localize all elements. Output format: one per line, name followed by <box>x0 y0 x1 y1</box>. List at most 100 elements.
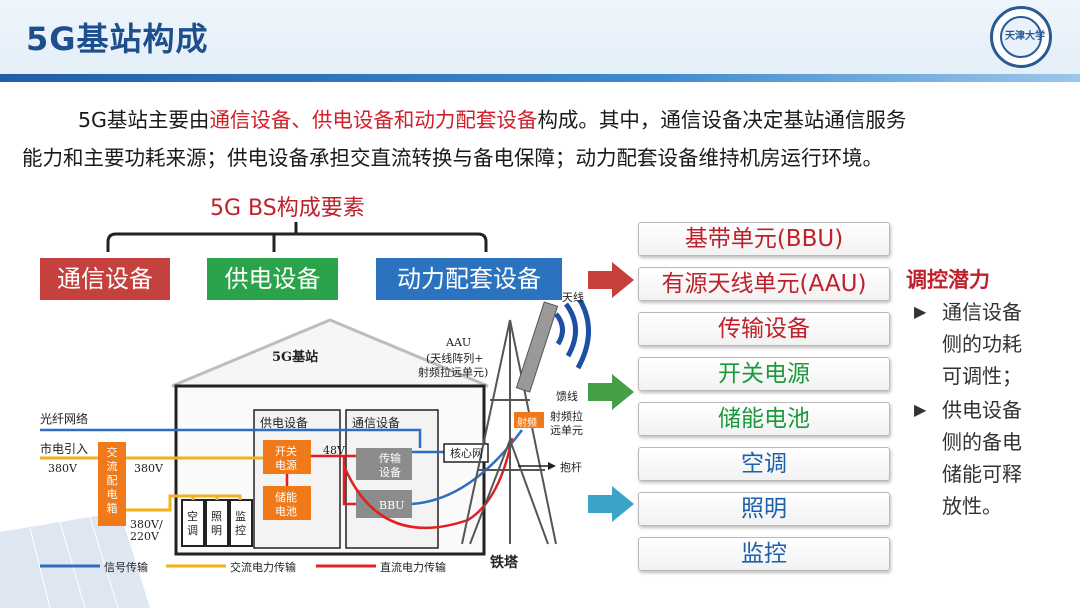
note-line: 放性。 <box>942 494 1002 518</box>
aau-desc-2: 射频拉远单元) <box>418 366 489 379</box>
bullet-icon: ▶ <box>914 400 927 419</box>
component-rectifier: 开关电源 <box>638 357 890 391</box>
dc-wires <box>285 437 514 530</box>
category-power: 供电设备 <box>207 258 338 300</box>
note-line: 侧的功耗 <box>942 332 1022 356</box>
solar-panel-background <box>0 512 150 608</box>
rf-label: 射频 <box>517 418 537 429</box>
legend-ac-label: 交流电力传输 <box>230 561 296 574</box>
intro-text: 构成。其中，通信设备决定基站通信服务 <box>537 108 907 132</box>
category-label: 供电设备 <box>224 265 321 293</box>
component-aau: 有源天线单元(AAU) <box>638 267 890 301</box>
bbu-box <box>356 490 412 518</box>
light-char: 明 <box>211 524 222 537</box>
core-network-label: 核心网 <box>450 447 483 460</box>
note-line: 侧的备电 <box>942 430 1022 454</box>
transport-label-2: 设备 <box>379 466 401 479</box>
potential-item-1: 通信设备 侧的功耗 可调性； <box>942 296 1022 392</box>
rectifier-label-1: 开关 <box>275 445 297 458</box>
rru-label-1: 射频拉 <box>550 410 583 423</box>
radio-wave-icon <box>554 300 591 370</box>
logo-text: 天津大学 <box>1005 31 1045 42</box>
category-support: 动力配套设备 <box>376 258 562 300</box>
ac-distribution-label: 交流配电箱 <box>106 446 118 515</box>
station-title: 5G基站 <box>272 350 319 365</box>
antenna-label: 天线 <box>562 291 584 304</box>
light-char: 照 <box>211 510 222 523</box>
rru-label-2: 远单元 <box>550 424 583 437</box>
antenna-panel <box>515 301 559 393</box>
aau-title: AAU <box>446 336 472 349</box>
component-label: 传输设备 <box>718 316 810 342</box>
tower-structure <box>461 319 557 545</box>
voltage-label: 380V <box>134 462 163 475</box>
transport-label-1: 传输 <box>379 452 401 465</box>
component-label: 开关电源 <box>718 361 810 387</box>
rectifier-label-2: 电源 <box>275 459 297 472</box>
component-lighting: 照明 <box>638 492 890 526</box>
page-title: 5G基站构成 <box>26 20 209 58</box>
ac-distribution-box <box>98 442 126 526</box>
note-line: 储能可释 <box>942 462 1022 486</box>
feeder-label: 馈线 <box>556 390 578 403</box>
potential-item-2: 供电设备 侧的备电 储能可释 放性。 <box>942 394 1022 522</box>
component-ac: 空调 <box>638 447 890 481</box>
logo-seal <box>1000 16 1042 58</box>
pole-label: 抱杆 <box>560 461 582 474</box>
potential-title: 调控潜力 <box>906 268 990 292</box>
tower-label: 铁塔 <box>490 555 518 571</box>
arrow-green-icon <box>588 374 634 410</box>
note-line: 供电设备 <box>942 398 1022 422</box>
header-rule <box>0 74 1080 82</box>
monitor-char: 控 <box>235 524 246 537</box>
category-label: 通信设备 <box>57 265 153 293</box>
legend-dc-label: 直流电力传输 <box>380 561 446 574</box>
component-monitor: 监控 <box>638 537 890 571</box>
rru-box <box>514 412 544 428</box>
component-label: 照明 <box>741 496 787 522</box>
arrow-red-icon <box>588 262 634 298</box>
transport-box <box>356 448 412 480</box>
component-battery: 储能电池 <box>638 402 890 436</box>
arrow-blue-icon <box>588 486 634 522</box>
ac-unit-char: 空 <box>187 510 198 523</box>
component-label: 储能电池 <box>718 406 810 432</box>
note-line: 通信设备 <box>942 300 1022 324</box>
component-bbu: 基带单元(BBU) <box>638 222 890 256</box>
comm-group-label: 通信设备 <box>352 416 401 430</box>
component-label: 监控 <box>741 541 787 567</box>
voltage-label: 380V <box>48 462 77 475</box>
pole-arrow-icon <box>548 462 556 470</box>
mains-label: 市电引入 <box>40 442 89 456</box>
monitor-label: 监控 <box>235 510 246 538</box>
voltage-label: 380V/ <box>130 518 163 531</box>
ac-wires <box>40 456 263 512</box>
fiber-label: 光纤网络 <box>40 412 89 426</box>
rectifier-box <box>263 440 311 474</box>
component-label: 有源天线单元(AAU) <box>661 271 867 297</box>
ac-unit-label: 空调 <box>187 510 198 538</box>
category-label: 动力配套设备 <box>397 265 541 293</box>
battery-label-1: 储能 <box>275 491 297 504</box>
note-line: 可调性； <box>942 364 1022 388</box>
bbu-label: BBU <box>379 499 405 512</box>
power-group-box <box>253 409 341 549</box>
university-logo: 天津大学 <box>990 6 1052 68</box>
light-label: 照明 <box>211 510 222 538</box>
station-diagram <box>0 300 591 608</box>
tree-root-label: 5G BS构成要素 <box>210 196 365 221</box>
ac-unit-char: 调 <box>187 524 198 537</box>
core-network-box <box>443 443 489 463</box>
category-comm: 通信设备 <box>40 258 170 300</box>
battery-label-2: 电池 <box>275 505 297 518</box>
bullet-icon: ▶ <box>914 302 927 321</box>
intro-line-1: 5G基站主要由通信设备、供电设备和动力配套设备构成。其中，通信设备决定基站通信服… <box>78 104 906 136</box>
voltage-label: 48V <box>323 444 345 457</box>
battery-box <box>263 486 311 520</box>
voltage-label: 220V <box>130 530 159 543</box>
intro-text: 5G基站主要由 <box>78 108 210 132</box>
intro-line-2: 能力和主要功耗来源；供电设备承担交直流转换与备电保障；动力配套设备维持机房运行环… <box>22 146 883 170</box>
aau-desc-1: (天线阵列+ <box>426 352 484 365</box>
monitor-char: 监 <box>235 510 246 523</box>
